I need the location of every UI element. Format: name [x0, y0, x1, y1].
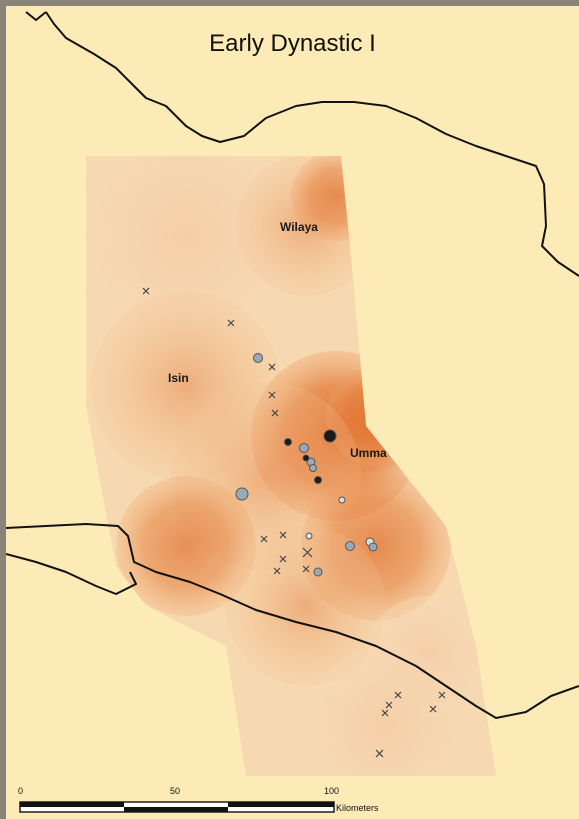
site-cross — [227, 319, 235, 327]
site-circle — [345, 541, 355, 551]
site-cross — [142, 287, 150, 295]
site-cross — [268, 363, 276, 371]
site-dark — [314, 476, 322, 484]
site-circle — [299, 443, 309, 453]
site-dark — [302, 454, 310, 462]
scale-unit: Kilometers — [336, 803, 379, 813]
site-circle-small — [338, 496, 346, 504]
site-cross — [279, 555, 287, 563]
place-label-isin: Isin — [168, 371, 189, 385]
map-title: Early Dynastic I — [209, 30, 376, 57]
site-cross — [438, 691, 446, 699]
site-cross — [394, 691, 402, 699]
map-frame: Early Dynastic I Wilaya Isin Umma 0 50 1… — [6, 6, 579, 819]
site-cross-large — [302, 547, 313, 558]
river-north — [45, 11, 579, 277]
site-circle-large — [235, 487, 249, 501]
scale-bar-graphic — [19, 801, 335, 813]
site-cross — [273, 567, 281, 575]
scale-tick-50: 50 — [170, 786, 181, 796]
site-dark — [284, 438, 292, 446]
site-cross — [279, 531, 287, 539]
site-cross — [381, 709, 389, 717]
rivers — [6, 11, 579, 719]
river-north-spur — [25, 11, 47, 21]
site-cross — [271, 409, 279, 417]
river-southwest — [6, 553, 137, 595]
place-label-wilaya: Wilaya — [280, 220, 318, 234]
scale-tick-0: 0 — [18, 786, 24, 796]
site-cross — [260, 535, 268, 543]
sites-circle — [235, 353, 378, 577]
site-cross — [268, 391, 276, 399]
site-circle — [309, 464, 317, 472]
site-circle-small — [305, 532, 313, 540]
site-circle — [368, 542, 378, 552]
site-cross — [375, 749, 384, 758]
site-cross — [385, 701, 393, 709]
site-cross — [429, 705, 437, 713]
site-circle — [313, 567, 323, 577]
river-south — [6, 523, 579, 719]
scale-tick-100: 100 — [324, 786, 340, 796]
site-cross — [302, 565, 310, 573]
site-dark-large — [323, 429, 337, 443]
site-circle — [253, 353, 263, 363]
place-label-umma: Umma — [350, 446, 387, 460]
sites-cross — [142, 287, 446, 758]
map-canvas — [6, 11, 579, 813]
